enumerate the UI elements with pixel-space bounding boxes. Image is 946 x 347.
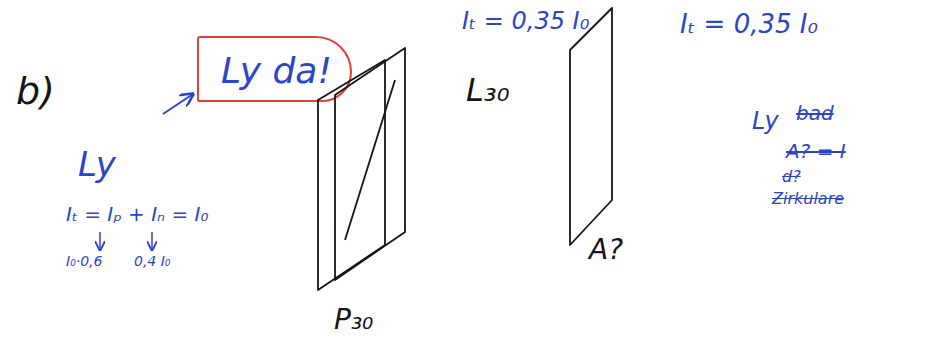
- note-label: b): [16, 70, 55, 114]
- plate-drawing: [563, 4, 637, 266]
- plate-outline: [318, 60, 385, 290]
- note-label: Ly: [752, 108, 779, 136]
- plate-outline: [345, 80, 395, 240]
- plate-label: A?: [589, 234, 623, 266]
- note-label: Ly: [78, 145, 116, 184]
- note-label: Iₜ = 0,35 I₀: [462, 8, 589, 36]
- note-box: Ly da!: [197, 36, 352, 102]
- note-label: A? = I: [786, 140, 846, 163]
- polarizer-plate: P₃₀: [312, 40, 412, 336]
- note-label: d?: [782, 168, 801, 186]
- note-text: Ly da!: [221, 50, 328, 91]
- polarizer-plate: A?: [563, 4, 637, 266]
- pointer-arrow: [163, 94, 193, 114]
- note-label: L₃₀: [466, 72, 509, 109]
- plate-label: P₃₀: [334, 304, 373, 336]
- note-label: 0,4 I₀: [134, 253, 170, 269]
- note-label: Iₜ = 0,35 I₀: [680, 10, 818, 40]
- plate-outline: [570, 8, 612, 245]
- split-arrow: [99, 232, 101, 250]
- note-label: bad: [796, 102, 834, 125]
- split-arrow: [151, 232, 153, 250]
- note-label: Zirkulare: [772, 190, 844, 208]
- note-label: Iₜ = Iₚ + Iₙ = I₀: [66, 203, 208, 226]
- plate-outline: [335, 48, 405, 280]
- plate-drawing: [312, 40, 412, 336]
- note-label: I₀·0,6: [66, 253, 102, 269]
